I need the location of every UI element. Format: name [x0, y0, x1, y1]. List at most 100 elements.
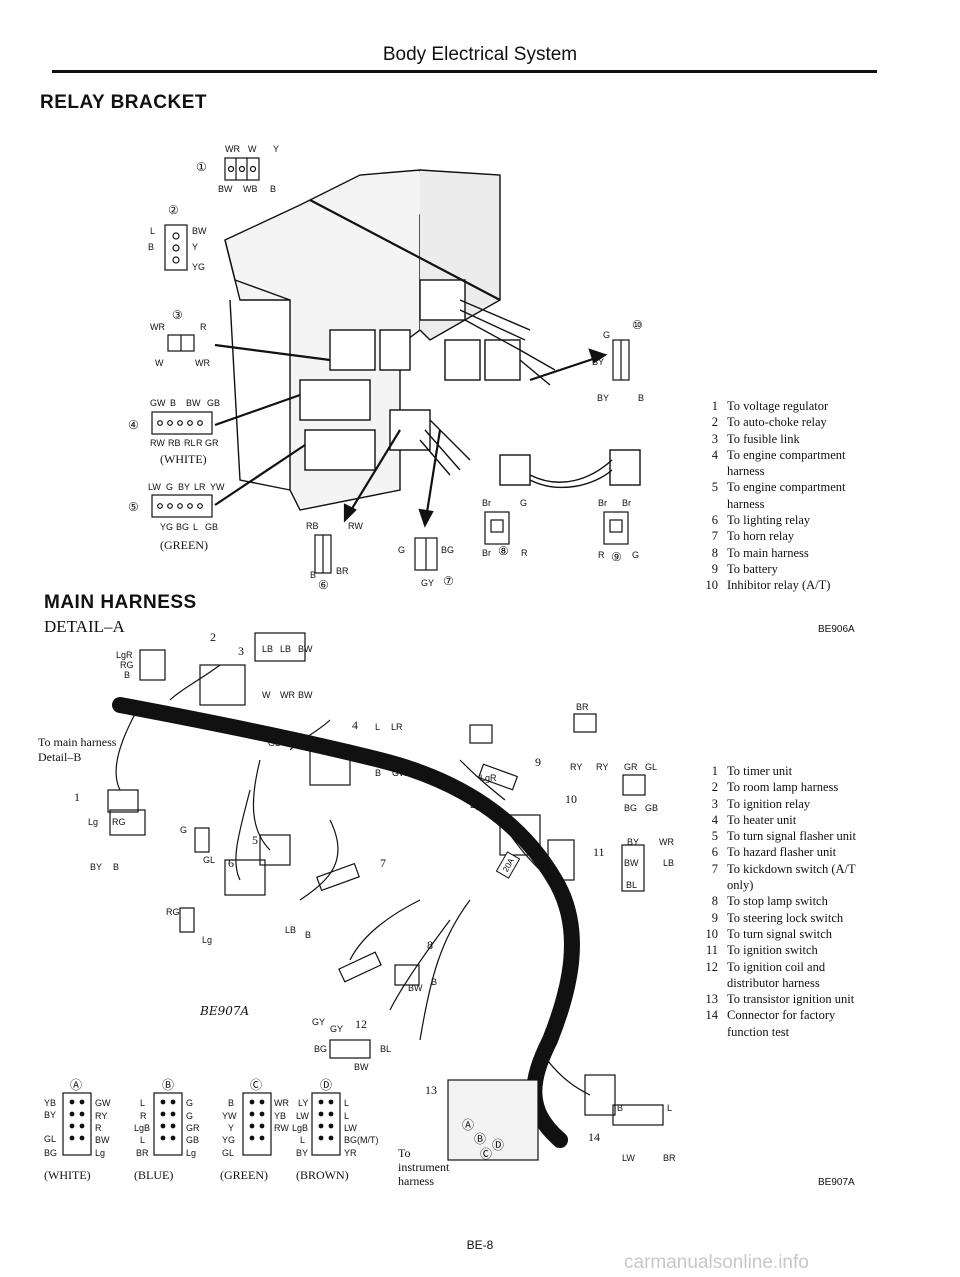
- rb-conn-2-yg: YG: [192, 262, 206, 272]
- mh-conn-12-bg: BG: [314, 1044, 328, 1054]
- rb-conn-7-g: G: [398, 545, 406, 555]
- main-harness-subtitle: DETAIL–A: [44, 617, 125, 636]
- legend-text: To turn signal switch: [727, 926, 833, 941]
- conn-c-left-3: YG: [222, 1135, 236, 1145]
- mh-conn-9-lgr: LgR: [480, 773, 497, 783]
- to-instrument-2: instrument: [398, 1160, 450, 1174]
- conn-d-letter: Ⓓ: [320, 1078, 333, 1092]
- rb-conn-9-br2: Br: [622, 498, 631, 508]
- rb-conn-9-r: R: [598, 550, 605, 560]
- mh-conn-10-lgr: LgR: [470, 800, 487, 810]
- mh-conn-1-by: BY: [90, 862, 103, 872]
- rb-conn-10-by1: BY: [592, 357, 605, 367]
- conn-a-right-0: GW: [95, 1098, 111, 1108]
- mh-conn-5-number: 5: [252, 833, 258, 847]
- conn-a-right-4: Lg: [95, 1148, 106, 1158]
- rb-conn-5-bot-2: L: [193, 522, 199, 532]
- conn-c-right-1: YB: [274, 1111, 287, 1121]
- conn-a-right-3: BW: [95, 1135, 110, 1145]
- rb-conn-5-top-4: YW: [210, 482, 225, 492]
- rb-conn-2-l: L: [150, 226, 156, 236]
- mh-conn-14-l: L: [667, 1103, 673, 1113]
- rb-connector-5: [151, 494, 213, 518]
- mh-conn-4-lr: LR: [391, 722, 403, 732]
- legend-num: 9: [711, 910, 718, 925]
- legend-num: 5: [711, 829, 718, 844]
- rb-conn-10-number: ⑩: [632, 318, 643, 332]
- legend-text: To transistor ignition unit: [727, 992, 855, 1007]
- conn-b-left-0: L: [140, 1098, 146, 1108]
- mh-conn-9-ry1: RY: [570, 762, 583, 772]
- legend-num: 13: [705, 992, 719, 1007]
- legend-text: To stop lamp switch: [727, 894, 828, 909]
- rb-conn-4-top-0: GW: [150, 398, 166, 408]
- mh-conn-3-number: 3: [238, 644, 244, 658]
- conn-a-right-1: RY: [95, 1111, 108, 1121]
- rb-conn-4-bot-1: RB: [168, 438, 181, 448]
- legend-text: To voltage regulator: [727, 399, 829, 413]
- legend-text: Connector for factory function test: [727, 1008, 836, 1039]
- rb-conn-7-bg: BG: [441, 545, 455, 555]
- legend-row: 7 To horn relay: [696, 528, 877, 544]
- mh-conn-14-lw: LW: [622, 1153, 635, 1163]
- mh-conn-12-gy2: GY: [330, 1024, 344, 1034]
- page-number: BE-8: [466, 1238, 494, 1252]
- conn-a-color: (WHITE): [44, 1168, 91, 1182]
- mh-conn-3-bot-1: WR: [280, 690, 295, 700]
- conn-a-right-2: R: [95, 1123, 102, 1133]
- mh-conn-2-number: 2: [210, 630, 216, 644]
- rb-conn-1-number: ①: [196, 160, 207, 174]
- legend-num: 3: [711, 796, 718, 811]
- main-harness-figure-code: BE907A: [818, 1177, 855, 1188]
- mh-conn-11-by: BY: [627, 837, 640, 847]
- rb-conn-6-bot-a: B: [310, 570, 317, 580]
- rb-conn-1-top-b: W: [248, 144, 257, 154]
- mh-conn-14-br: BR: [663, 1153, 676, 1163]
- mh-conn-7-b: B: [305, 930, 312, 940]
- bottom-connector-shapes: [62, 1092, 341, 1156]
- mh-conn-3-top-0: LB: [262, 644, 274, 654]
- legend-text: To horn relay: [727, 529, 795, 544]
- to-instrument-1: To: [398, 1146, 411, 1160]
- rb-conn-7-number: ⑦: [443, 574, 454, 588]
- mh-conn-6-number: 6: [228, 856, 234, 870]
- mh-conn-12-number: 12: [355, 1017, 367, 1031]
- legend-num: 2: [711, 415, 718, 430]
- conn-d-color: (BROWN): [296, 1168, 349, 1182]
- conn-c-left-0: B: [228, 1098, 235, 1108]
- fuse-20a: 20A: [495, 851, 521, 879]
- legend-text: To kickdown switch (A/T only): [727, 861, 856, 893]
- mh-conn-10-gr: GR: [624, 762, 638, 772]
- conn-b-left-3: L: [140, 1135, 146, 1145]
- mh-conn-11-number: 11: [593, 845, 605, 859]
- conn-d-left-3: L: [300, 1135, 306, 1145]
- conn-c-color: (GREEN): [220, 1168, 268, 1182]
- rb-conn-8-br1: Br: [482, 498, 491, 508]
- detail-b-label: Detail–B: [38, 750, 82, 764]
- mh-conn-12-bw: BW: [354, 1062, 369, 1072]
- main-harness-branches: [115, 664, 591, 1096]
- legend-text: Inhibitor relay (A/T): [727, 578, 831, 593]
- legend-text: To battery: [727, 561, 778, 576]
- legend-text: To fusible link: [727, 431, 800, 446]
- mh-conn-12-bl: BL: [380, 1044, 392, 1054]
- rb-conn-4-top-2: BW: [186, 398, 201, 408]
- conn-b-right-3: GB: [186, 1135, 200, 1145]
- legend-num: 11: [705, 943, 718, 958]
- legend-num: 7: [711, 529, 718, 544]
- rb-conn-2-b: B: [148, 242, 155, 252]
- legend-num: 3: [711, 431, 718, 446]
- mh-conn-14-number: 14: [588, 1130, 600, 1144]
- rb-conn-7-gy: GY: [421, 578, 435, 588]
- mh-conn-2-lgr: LgR: [116, 650, 133, 660]
- to-instrument-3: harness: [398, 1174, 434, 1188]
- mh-conn-10-bg: BG: [624, 803, 638, 813]
- rb-conn-2-bw: BW: [192, 226, 207, 236]
- legend-text: To lighting relay: [727, 513, 811, 528]
